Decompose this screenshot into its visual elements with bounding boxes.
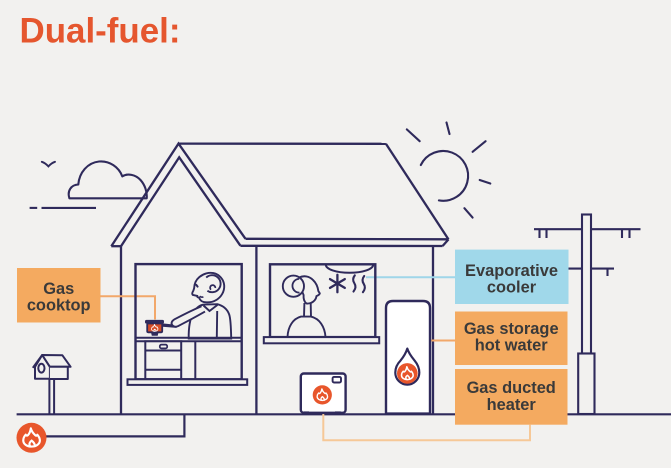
svg-text:Gas ducted: Gas ducted [467,379,556,397]
svg-text:Gas: Gas [43,280,74,298]
svg-text:cooktop: cooktop [27,296,91,314]
svg-text:cooler: cooler [487,278,537,296]
svg-text:hot water: hot water [475,337,548,355]
svg-text:Dual-fuel:: Dual-fuel: [20,11,181,51]
svg-text:Evaporative: Evaporative [465,262,558,280]
svg-text:Gas storage: Gas storage [464,320,559,338]
svg-text:heater: heater [487,396,537,414]
